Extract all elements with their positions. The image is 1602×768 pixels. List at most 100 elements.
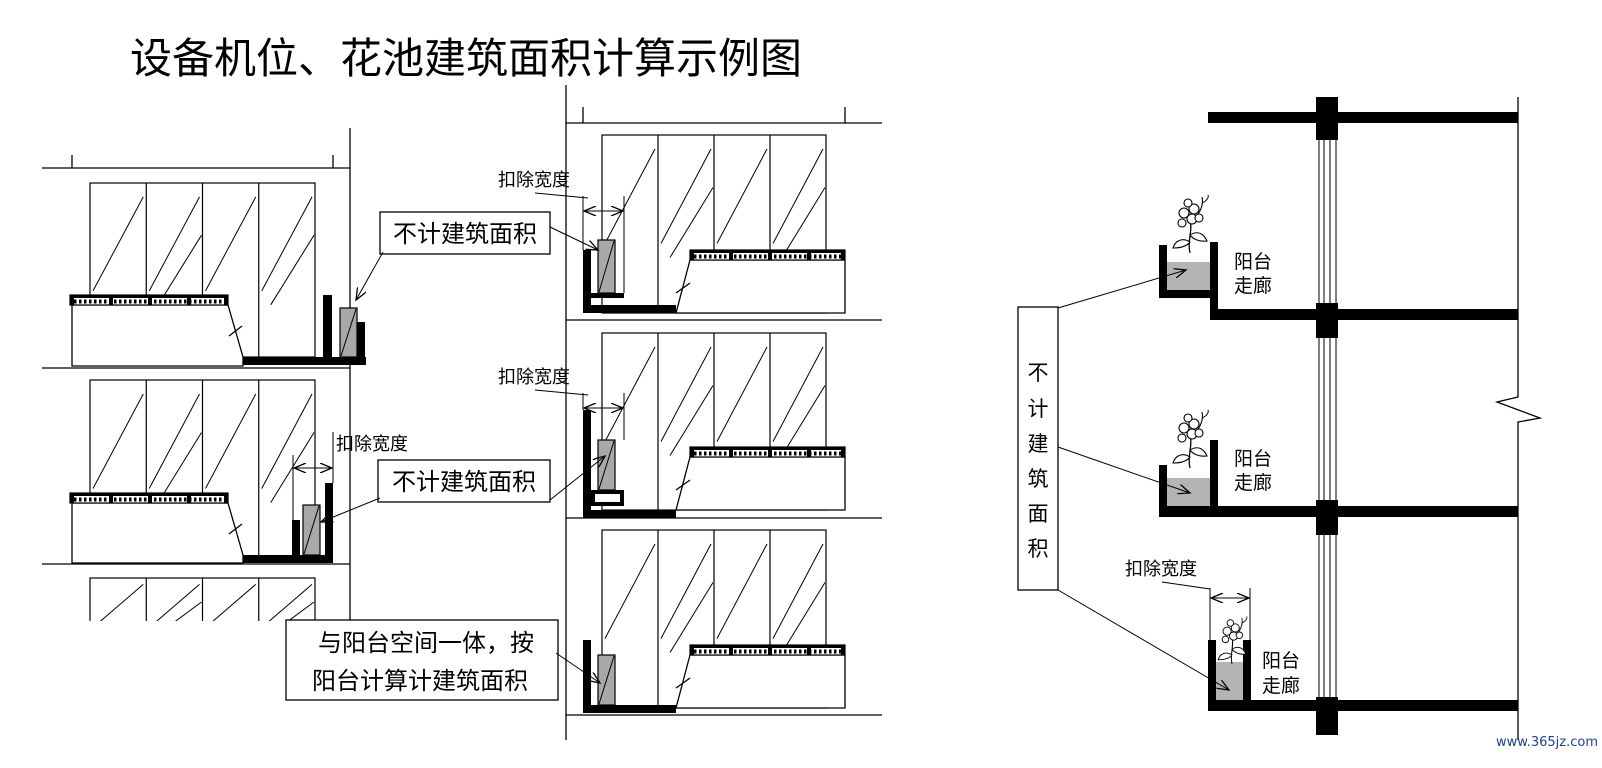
railing-baluster <box>794 451 797 456</box>
vertical-callout-char: 筑 <box>1028 467 1049 491</box>
railing-baluster <box>824 649 827 654</box>
corridor-label: 走廊 <box>1262 675 1300 697</box>
equipment-unit-diagonal <box>598 440 615 490</box>
railing-baluster <box>694 451 697 456</box>
railing-baluster <box>779 254 782 259</box>
railing-baluster <box>164 497 167 502</box>
watermark: www.365jz.com <box>1496 735 1598 750</box>
floor-slab <box>1210 309 1518 320</box>
railing-baluster <box>124 497 127 502</box>
railing-baluster <box>699 649 702 654</box>
glass-glare-line <box>604 543 656 639</box>
deduct-width-label: 扣除宽度 <box>1125 559 1197 580</box>
railing-baluster <box>209 299 212 304</box>
railing-post <box>768 447 772 457</box>
railing-baluster <box>739 451 742 456</box>
railing-baluster <box>819 254 822 259</box>
railing-post <box>70 493 74 503</box>
railing-post <box>690 250 694 260</box>
railing-baluster <box>829 649 832 654</box>
railing-baluster <box>749 649 752 654</box>
glass-glare-line <box>157 234 202 306</box>
balcony-slab <box>583 305 676 313</box>
railing-baluster <box>84 497 87 502</box>
railing-handrail <box>690 645 845 648</box>
railing-post <box>109 295 113 305</box>
flower-icon <box>1217 615 1248 665</box>
break-mark <box>675 479 691 491</box>
railing-baluster <box>834 649 837 654</box>
railing-post <box>768 250 772 260</box>
railing-baluster <box>174 497 177 502</box>
railing-baluster <box>99 299 102 304</box>
railing-baluster <box>839 649 842 654</box>
planter-soil <box>1167 262 1210 290</box>
railing-baluster <box>764 254 767 259</box>
glass-glare-line <box>261 393 313 489</box>
railing-baluster <box>169 299 172 304</box>
railing-baluster <box>824 451 827 456</box>
railing-baluster <box>764 451 767 456</box>
railing-post <box>841 447 845 457</box>
equipment-wall <box>325 483 333 563</box>
glass-glare-line <box>268 584 313 621</box>
railing-baluster <box>129 299 132 304</box>
railing-baluster <box>834 254 837 259</box>
break-mark <box>228 325 243 337</box>
railing-baluster <box>704 254 707 259</box>
railing-baluster <box>174 299 177 304</box>
railing-baluster <box>79 497 82 502</box>
railing-baluster <box>749 451 752 456</box>
railing-baluster <box>709 254 712 259</box>
deduct-width-label: 扣除宽度 <box>498 367 570 388</box>
balcony-slab <box>583 510 676 518</box>
callout-leader <box>1057 270 1186 309</box>
equipment-unit-diagonal <box>598 655 615 705</box>
railing-baluster <box>779 649 782 654</box>
railing-baluster <box>754 254 757 259</box>
railing-baluster <box>744 254 747 259</box>
glass-glare-line <box>92 196 144 292</box>
railing-baluster <box>739 254 742 259</box>
flower-icon <box>1172 409 1209 469</box>
callout-leader <box>1057 446 1190 493</box>
not-counted-callout-box <box>377 459 551 503</box>
railing-baluster <box>139 497 142 502</box>
glass-glare-line <box>716 346 768 442</box>
railing-baluster <box>84 299 87 304</box>
callout-leader <box>321 497 381 522</box>
equipment-wall <box>292 520 300 557</box>
railing-baluster <box>104 299 107 304</box>
railing-baluster <box>794 649 797 654</box>
planter-wall <box>583 250 591 313</box>
integrated-callout-line2: 阳台计算计建筑面积 <box>312 667 528 695</box>
deduct-width-leader <box>534 192 589 199</box>
railing-baluster <box>709 451 712 456</box>
floor-slab <box>1160 506 1518 517</box>
dimension-bracket <box>582 107 846 123</box>
railing-post <box>148 295 152 305</box>
glass-glare-line <box>99 584 144 621</box>
railing-baluster <box>799 451 802 456</box>
not-counted-callout-text: 不计建筑面积 <box>393 220 537 248</box>
equipment-ledge <box>591 293 624 298</box>
equipment-unit-diagonal <box>598 240 615 293</box>
railing-baluster <box>114 299 117 304</box>
railing-baluster <box>699 451 702 456</box>
glass-glare-line <box>212 584 257 621</box>
glass-glare-line <box>174 601 202 621</box>
railing-baluster <box>704 451 707 456</box>
railing-baluster <box>734 254 737 259</box>
glass-glare-line <box>156 584 200 621</box>
corridor-label: 走廊 <box>1234 472 1272 494</box>
callout-leader <box>549 226 598 250</box>
railing-post <box>807 645 811 655</box>
railing-baluster <box>134 497 137 502</box>
dimension-bracket <box>71 155 334 168</box>
railing-baluster <box>99 497 102 502</box>
left-diagram: 扣除宽度 <box>42 128 408 620</box>
floor-slab <box>1208 700 1518 711</box>
railing-post <box>729 250 733 260</box>
railing-post <box>70 295 74 305</box>
glass-glare-line <box>604 346 656 442</box>
